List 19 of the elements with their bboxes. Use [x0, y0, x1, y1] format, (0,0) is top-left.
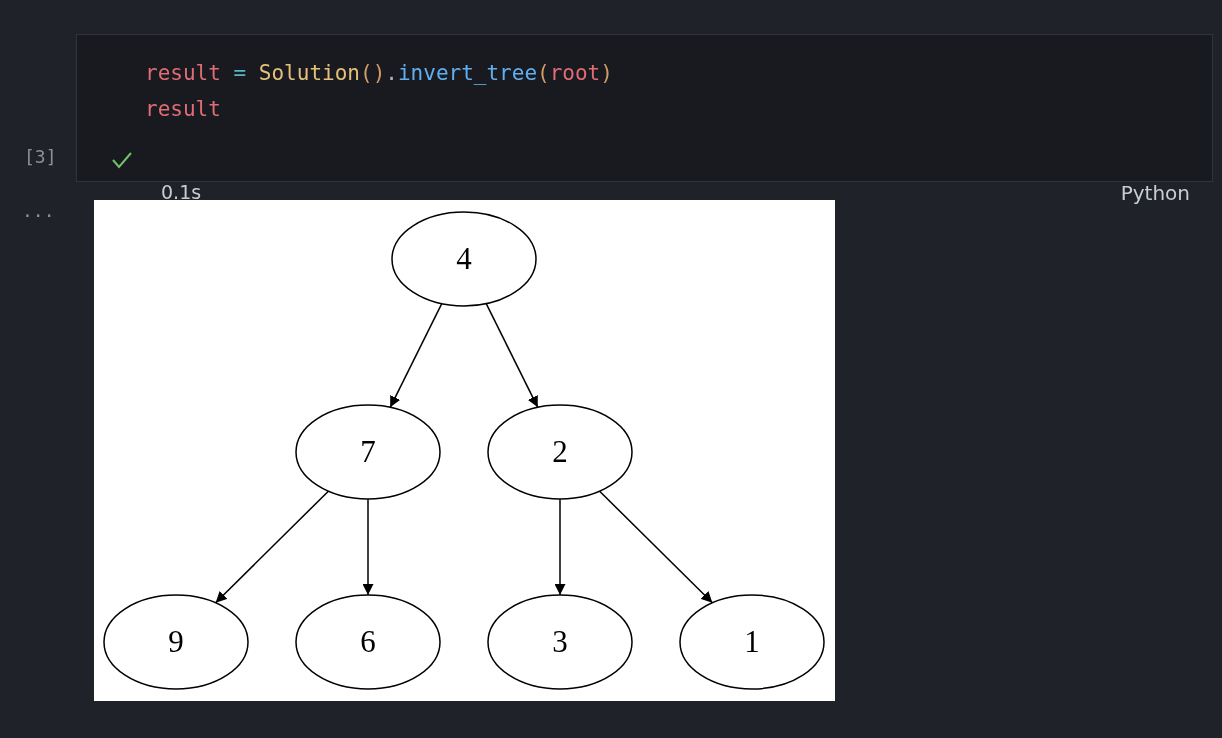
execution-count: [3] [24, 146, 57, 167]
node-label: 1 [744, 624, 760, 660]
language-label: Python [1120, 181, 1190, 205]
node-label: 6 [360, 624, 376, 660]
arrow [554, 498, 566, 596]
node-label: 3 [552, 624, 568, 660]
arrow [485, 302, 539, 409]
node-label: 7 [360, 434, 376, 470]
arrow [389, 302, 443, 409]
arrow [214, 490, 330, 604]
code-line: result = Solution().invert_tree(root) [145, 61, 613, 85]
node-label: 9 [168, 624, 184, 660]
execution-time: 0.1s [161, 181, 202, 203]
node-label: 4 [456, 241, 472, 277]
node-label: 2 [552, 434, 568, 470]
arrow [598, 490, 714, 604]
code-line: result [145, 97, 221, 121]
output-ellipsis: ... [22, 200, 55, 221]
arrow [362, 498, 374, 596]
